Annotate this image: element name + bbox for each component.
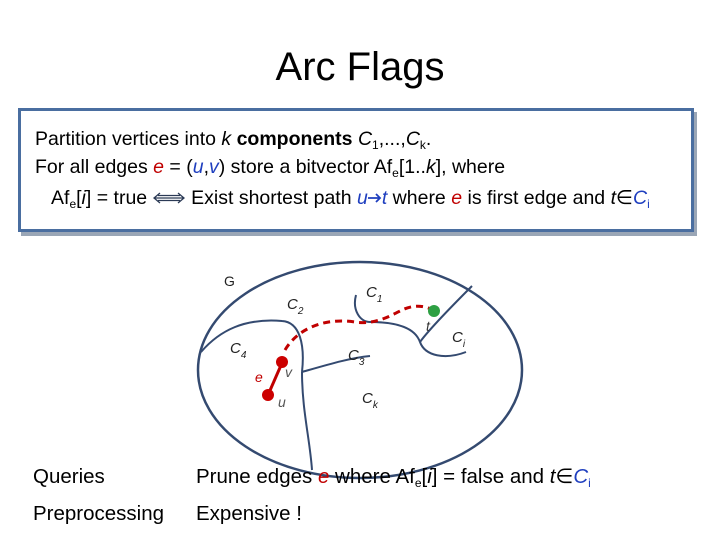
- region-label-c2: C2: [287, 296, 304, 317]
- text: Exist shortest path: [191, 187, 357, 209]
- boundary-c4-ck: [301, 371, 313, 471]
- text: .: [425, 128, 432, 150]
- text: ,...,: [378, 128, 406, 150]
- queries-text: Prune edges e where Afe[i] = false and t…: [196, 464, 591, 490]
- var-e: e: [317, 465, 330, 488]
- graph-label: G: [224, 273, 235, 289]
- text: Partition vertices into: [35, 128, 222, 150]
- text: = (: [164, 156, 193, 178]
- subscript: k: [419, 138, 426, 152]
- text: [1..: [398, 156, 426, 178]
- subscript: i: [588, 476, 591, 490]
- text: For all edges: [35, 156, 154, 178]
- region-label-ci: Ci: [452, 329, 466, 350]
- var-t: t: [549, 465, 556, 488]
- boundary-c3-ck: [301, 355, 371, 373]
- region-label-c4: C4: [230, 340, 247, 361]
- node-u: [262, 389, 274, 401]
- element-of-symbol: ∈: [615, 187, 633, 209]
- node-label-u: u: [278, 394, 286, 410]
- var-k: k: [425, 156, 436, 178]
- node-label-v: v: [285, 364, 293, 380]
- var-c: C: [405, 128, 420, 150]
- var-c: C: [357, 128, 373, 150]
- subscript: e: [414, 476, 422, 490]
- text: ] = true: [85, 187, 148, 209]
- text: [: [76, 187, 82, 209]
- region-label-c3: C3: [348, 347, 365, 368]
- var-u: u: [356, 187, 368, 209]
- subscript: i: [647, 197, 650, 211]
- text: Prune edges: [196, 465, 318, 488]
- queries-label: Queries: [33, 465, 105, 488]
- shortest-path: [283, 304, 434, 351]
- var-c: C: [573, 465, 589, 488]
- text: Af: [51, 187, 70, 209]
- var-e: e: [153, 156, 165, 178]
- text: [: [421, 465, 428, 488]
- text: ], where: [435, 156, 506, 178]
- var-t: t: [610, 187, 616, 209]
- subscript: e: [392, 166, 399, 180]
- preprocessing-label: Preprocessing: [33, 502, 165, 525]
- double-arrow-icon: [153, 192, 186, 204]
- graph-outline: [196, 260, 524, 480]
- var-v: v: [209, 156, 219, 178]
- edge-label-e: e: [255, 369, 263, 385]
- boundary-c1-c3: [354, 294, 467, 358]
- preprocessing-text: Expensive !: [196, 502, 302, 525]
- node-label-t: t: [426, 318, 431, 334]
- arrow-right-icon: [367, 193, 382, 203]
- text: is first edge and: [462, 187, 611, 209]
- text: ,: [203, 156, 210, 178]
- components-bold: components: [231, 128, 358, 150]
- boundary-c2-c4: [200, 319, 304, 373]
- subscript: e: [69, 197, 77, 211]
- var-k: k: [221, 128, 232, 150]
- node-v: [276, 356, 288, 368]
- var-i: i: [427, 465, 432, 488]
- slide-title: Arc Flags: [275, 45, 445, 89]
- definition-box: Partition vertices into k components C1,…: [18, 108, 694, 232]
- definition-line-1: Partition vertices into k components C1,…: [35, 127, 431, 151]
- definition-line-2: For all edges e = (u,v) store a bitvecto…: [35, 155, 505, 179]
- var-t: t: [381, 187, 388, 209]
- region-label-c1: C1: [366, 284, 382, 305]
- text: where Af: [329, 465, 415, 488]
- subscript: 1: [372, 138, 379, 152]
- text: ) store a bitvector Af: [218, 156, 393, 178]
- boundary-c1-ci: [419, 285, 473, 343]
- region-label-ck: Ck: [362, 390, 379, 411]
- node-t: [428, 305, 440, 317]
- var-e: e: [451, 187, 463, 209]
- var-u: u: [192, 156, 204, 178]
- text: ] = false and: [431, 465, 550, 488]
- var-c: C: [632, 187, 648, 209]
- var-i: i: [81, 187, 86, 209]
- element-of-symbol: ∈: [555, 465, 574, 488]
- text: where: [387, 187, 452, 209]
